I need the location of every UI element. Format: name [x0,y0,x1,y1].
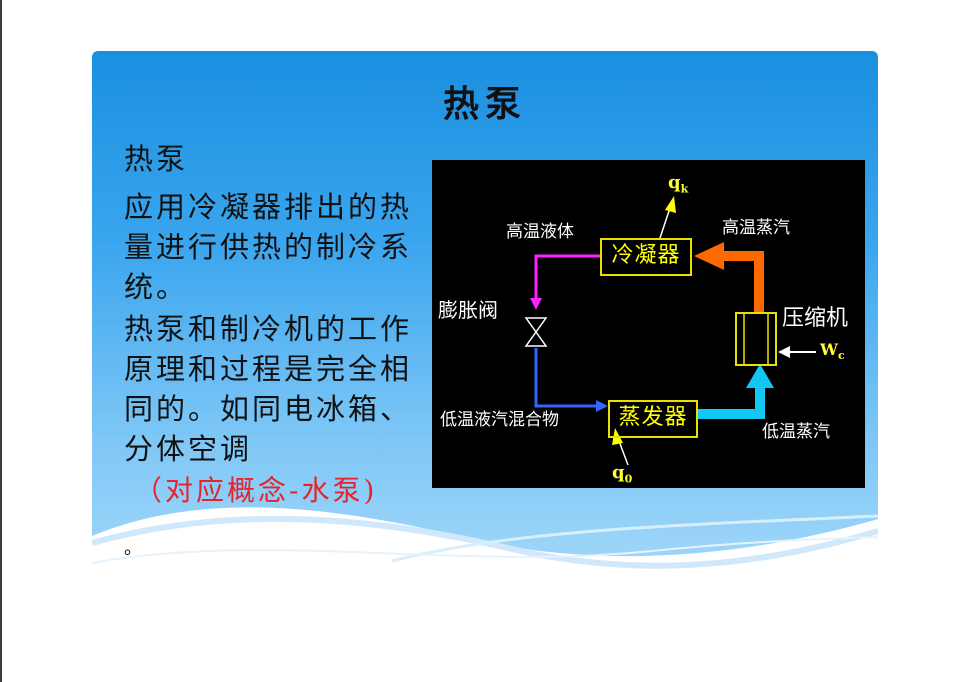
high-temp-liquid-label: 高温液体 [506,222,574,242]
low-temp-mix-label: 低温液汽混合物 [440,410,559,430]
comparison-paragraph: 热泵和制冷机的工作原理和过程是完全相同的。如同电冰箱、分体空调 [124,312,413,466]
wave-decoration [92,507,878,596]
heat-rejection-arrow [659,196,676,239]
window-left-border [0,0,2,682]
condenser-box: 冷凝器 [600,238,692,276]
low-temp-vapor-flow [698,364,774,419]
expansion-valve-symbol [524,317,548,347]
low-temp-vapor-label: 低温蒸汽 [762,422,830,442]
slide: 热泵 热泵 应用冷凝器排出的热量进行供热的制冷系统。 热泵和制冷机的工作原理和过… [92,51,878,596]
expansion-valve-label: 膨胀阀 [438,298,498,322]
ending-mark: 。 [124,538,145,559]
heat-pump-cycle-diagram: 冷凝器 蒸发器 高温液体 高温蒸汽 膨胀阀 压缩机 低温液汽混合物 低温蒸汽 q… [432,160,865,488]
wc-label: Wc [820,340,845,363]
evaporator-box: 蒸发器 [608,400,698,438]
q0-label: q0 [612,462,633,486]
subtitle: 热泵 [124,142,189,176]
high-temp-liquid-flow [530,254,600,310]
definition-paragraph: 应用冷凝器排出的热量进行供热的制冷系统。 [124,190,413,304]
slide-title: 热泵 [442,83,527,125]
high-temp-vapor-flow [694,242,764,313]
concept-note: （对应概念-水泵) [134,474,378,507]
low-temp-mix-flow [534,348,608,412]
work-input-arrow [778,346,816,358]
compressor-symbol [735,312,777,366]
qk-label: qk [668,172,689,196]
high-temp-vapor-label: 高温蒸汽 [722,218,790,238]
compressor-label: 压缩机 [782,306,849,331]
